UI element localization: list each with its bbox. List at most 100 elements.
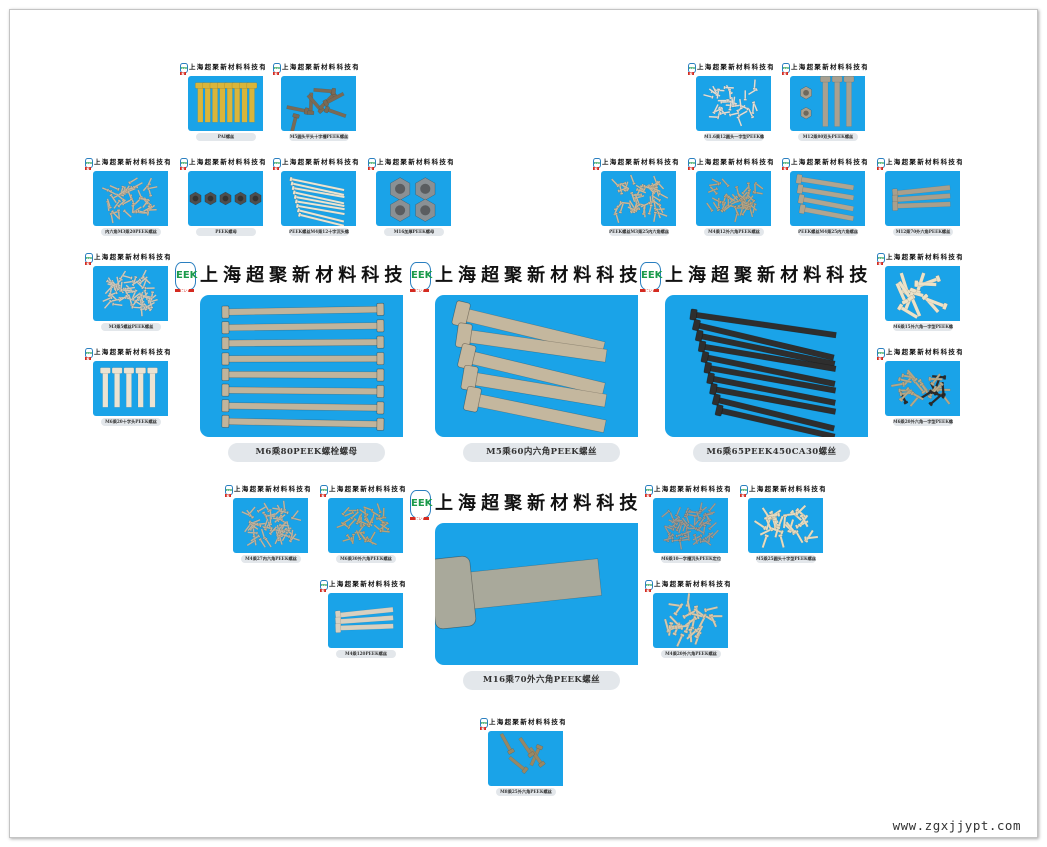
- product-tile[interactable]: EEK 聚 上海超聚新材料科技有限公司 M6乘80PEEK螺栓螺母: [175, 262, 405, 467]
- product-image[interactable]: [696, 76, 771, 131]
- product-image[interactable]: [748, 498, 823, 553]
- product-tile[interactable]: EEK 聚 上海超聚新材料科技有限公司 M6乘30外六角PEEK螺丝: [320, 482, 405, 567]
- product-image[interactable]: [790, 76, 865, 131]
- bolt-shape: [651, 199, 662, 208]
- product-tile[interactable]: EEK 聚 上海超聚新材料科技有限公司 PEEK螺母: [180, 155, 265, 240]
- product-image[interactable]: [188, 171, 263, 226]
- product-caption[interactable]: M4乘20外六角PEEK螺丝: [661, 650, 721, 658]
- product-tile[interactable]: EEK 聚 上海超聚新材料科技有限公司 PAI螺丝: [180, 60, 265, 145]
- product-tile[interactable]: EEK 聚 上海超聚新材料科技有限公司 M4乘12外六角PEEK螺丝: [688, 155, 773, 240]
- product-tile[interactable]: EEK 聚 上海超聚新材料科技有限公司 M4乘20外六角PEEK螺丝: [645, 577, 730, 662]
- product-caption[interactable]: M6乘80PEEK螺栓螺母: [228, 443, 385, 462]
- product-caption[interactable]: M5乘60内六角PEEK螺丝: [463, 443, 620, 462]
- product-caption[interactable]: M4乘120PEEK螺丝: [336, 650, 396, 658]
- bolt-shape: [712, 103, 719, 115]
- product-tile[interactable]: EEK 聚 上海超聚新材料科技有限公司 M4乘120PEEK螺丝: [320, 577, 405, 662]
- product-image[interactable]: [93, 361, 168, 416]
- product-image[interactable]: [885, 171, 960, 226]
- product-tile[interactable]: EEK 聚 上海超聚新材料科技有限公司 PEEK螺丝M4乘12十字沉头螺丝: [273, 155, 358, 240]
- product-image[interactable]: [376, 171, 451, 226]
- product-caption[interactable]: M8乘25外六角PEEK螺丝: [496, 788, 556, 796]
- product-image[interactable]: [435, 295, 638, 437]
- product-tile[interactable]: EEK 聚 上海超聚新材料科技有限公司 M6乘10一字槽沉头PEEK定位螺丝: [645, 482, 730, 567]
- product-tile[interactable]: EEK 聚 上海超聚新材料科技有限公司 M5乘60内六角PEEK螺丝: [410, 262, 640, 467]
- product-tile[interactable]: EEK 聚 上海超聚新材料科技有限公司 M16加厚PEEK螺母: [368, 155, 453, 240]
- product-image[interactable]: [281, 76, 356, 131]
- bolt-shape: [709, 383, 837, 415]
- product-image[interactable]: [488, 731, 563, 786]
- product-photo-illustration: [101, 177, 158, 224]
- product-caption[interactable]: M4乘27内六角PEEK螺丝: [241, 555, 301, 563]
- product-caption[interactable]: M16加厚PEEK螺母: [384, 228, 444, 236]
- product-image[interactable]: [281, 171, 356, 226]
- product-caption[interactable]: M12乘70外六角PEEK螺丝: [893, 228, 953, 236]
- product-tile[interactable]: EEK 聚 上海超聚新材料科技有限公司 M16乘70外六角PEEK螺丝: [410, 490, 640, 695]
- product-image[interactable]: [435, 523, 638, 665]
- product-image[interactable]: [93, 266, 168, 321]
- company-header: EEK 聚 上海超聚新材料科技有限公司: [175, 262, 405, 292]
- bolt-shape: [898, 389, 911, 403]
- product-image[interactable]: [653, 593, 728, 648]
- product-caption[interactable]: M1.6乘12圆头一字型PEEK螺丝: [704, 133, 764, 141]
- product-caption[interactable]: M6乘15外六角一字型PEEK螺丝: [893, 323, 953, 331]
- product-caption[interactable]: M5乘25圆头十字型PEEK螺丝: [756, 555, 816, 563]
- product-tile[interactable]: EEK 聚 上海超聚新材料科技有限公司 M8乘25外六角PEEK螺丝: [480, 715, 565, 800]
- bolt-shape: [663, 536, 674, 542]
- product-tile[interactable]: EEK 聚 上海超聚新材料科技有限公司 M3乘5螺丝PEEK螺丝: [85, 250, 170, 335]
- product-caption[interactable]: PEEK螺母: [196, 228, 256, 236]
- product-caption[interactable]: M6乘10一字槽沉头PEEK定位螺丝: [661, 555, 721, 563]
- product-caption[interactable]: M6乘30外六角PEEK螺丝: [336, 555, 396, 563]
- product-image[interactable]: [200, 295, 403, 437]
- product-caption[interactable]: M12乘80双头PEEK螺丝: [798, 133, 858, 141]
- product-caption[interactable]: M6乘65PEEK450CA30螺丝: [693, 443, 850, 462]
- product-caption[interactable]: PEEK螺丝M4乘12十字沉头螺丝: [289, 228, 349, 236]
- product-tile[interactable]: EEK 聚 上海超聚新材料科技有限公司 M6乘15外六角一字型PEEK螺丝: [877, 250, 962, 335]
- product-caption[interactable]: M6乘20十字头PEEK螺丝: [101, 418, 161, 426]
- product-caption[interactable]: 内六角M3乘20PEEK螺丝: [101, 228, 161, 236]
- product-caption[interactable]: M3乘5螺丝PEEK螺丝: [101, 323, 161, 331]
- product-tile[interactable]: EEK 聚 上海超聚新材料科技有限公司 M5乘25圆头十字型PEEK螺丝: [740, 482, 825, 567]
- bolt-shape: [693, 515, 697, 526]
- product-image[interactable]: [885, 266, 960, 321]
- product-image[interactable]: [188, 76, 263, 131]
- product-tile[interactable]: EEK 聚 上海超聚新材料科技有限公司 M12乘80双头PEEK螺丝: [782, 60, 867, 145]
- product-image[interactable]: [601, 171, 676, 226]
- product-image[interactable]: [790, 171, 865, 226]
- peek-logo-icon: EEK: [410, 490, 432, 518]
- product-tile[interactable]: EEK 聚 上海超聚新材料科技有限公司 M12乘70外六角PEEK螺丝: [877, 155, 962, 240]
- product-caption[interactable]: PAI螺丝: [196, 133, 256, 141]
- bolt-shape: [142, 295, 153, 301]
- product-image[interactable]: [328, 593, 403, 648]
- product-image[interactable]: [653, 498, 728, 553]
- product-image[interactable]: [696, 171, 771, 226]
- product-tile[interactable]: EEK 聚 上海超聚新材料科技有限公司 M4乘27内六角PEEK螺丝: [225, 482, 310, 567]
- product-caption[interactable]: M6乘20外六角一字型PEEK螺丝: [893, 418, 953, 426]
- company-header: EEK 聚 上海超聚新材料科技有限公司: [688, 155, 773, 170]
- product-tile[interactable]: EEK 聚 上海超聚新材料科技有限公司 内六角M3乘20PEEK螺丝: [85, 155, 170, 240]
- product-image[interactable]: [885, 361, 960, 416]
- product-tile[interactable]: EEK 聚 上海超聚新材料科技有限公司 PEEK螺丝M4乘25内六角螺丝: [782, 155, 867, 240]
- product-tile[interactable]: EEK 聚 上海超聚新材料科技有限公司 M1.6乘12圆头一字型PEEK螺丝: [688, 60, 773, 145]
- product-image[interactable]: [665, 295, 868, 437]
- product-caption[interactable]: M4乘12外六角PEEK螺丝: [704, 228, 764, 236]
- bolt-shape: [707, 502, 717, 513]
- bolt-shape: [693, 607, 707, 619]
- product-image[interactable]: [233, 498, 308, 553]
- product-caption[interactable]: M5圆头平头十字槽PEEK螺丝: [289, 133, 349, 141]
- product-tile[interactable]: EEK 聚 上海超聚新材料科技有限公司 M6乘20外六角一字型PEEK螺丝: [877, 345, 962, 430]
- bolt-shape: [349, 511, 360, 520]
- product-tile[interactable]: EEK 聚 上海超聚新材料科技有限公司 M6乘20十字头PEEK螺丝: [85, 345, 170, 430]
- product-caption[interactable]: M16乘70外六角PEEK螺丝: [463, 671, 620, 690]
- bolt-shape: [138, 292, 145, 304]
- product-tile[interactable]: EEK 聚 上海超聚新材料科技有限公司 M5圆头平头十字槽PEEK螺丝: [273, 60, 358, 145]
- product-tile[interactable]: EEK 聚 上海超聚新材料科技有限公司 M6乘65PEEK450CA30螺丝: [640, 262, 870, 467]
- product-caption[interactable]: PEEK螺丝M4乘25内六角螺丝: [798, 228, 858, 236]
- bolt-shape: [278, 523, 290, 527]
- company-header: EEK 聚 上海超聚新材料科技有限公司: [320, 482, 405, 497]
- product-image[interactable]: [328, 498, 403, 553]
- company-name: 上海超聚新材料科技有限公司: [329, 580, 405, 588]
- company-name: 上海超聚新材料科技有限公司: [94, 158, 170, 166]
- product-image[interactable]: [93, 171, 168, 226]
- product-tile[interactable]: EEK 聚 上海超聚新材料科技有限公司 PEEK螺丝M3乘25内六角螺丝: [593, 155, 678, 240]
- product-caption[interactable]: PEEK螺丝M3乘25内六角螺丝: [609, 228, 669, 236]
